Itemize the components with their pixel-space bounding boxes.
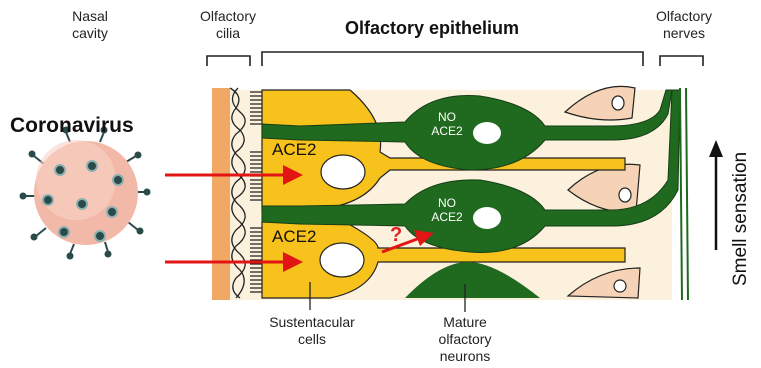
olfactory-epithelium-label: Olfactory epithelium bbox=[345, 18, 519, 39]
sustentacular-cells-label: Sustentacular cells bbox=[252, 314, 372, 348]
question-mark: ? bbox=[390, 224, 402, 247]
bracket-nerves bbox=[660, 56, 703, 66]
nasal-cavity-line1: Nasal bbox=[60, 8, 120, 25]
olfactory-nerves-label: Olfactory nerves bbox=[644, 8, 724, 42]
mature-line2: olfactory bbox=[425, 331, 505, 348]
nasal-cavity-line2: cavity bbox=[60, 25, 120, 42]
ace2-label-bottom: ACE2 bbox=[272, 227, 316, 247]
smell-arrow-icon bbox=[709, 140, 723, 250]
olfactory-cilia-line1: Olfactory bbox=[188, 8, 268, 25]
no-ace2-top-line1: NO bbox=[426, 110, 468, 124]
olfactory-nerves-line2: nerves bbox=[644, 25, 724, 42]
olfactory-cilia-label: Olfactory cilia bbox=[188, 8, 268, 42]
coronavirus-icon bbox=[20, 127, 151, 260]
mature-neurons-label: Mature olfactory neurons bbox=[425, 314, 505, 365]
no-ace2-label-bottom: NO ACE2 bbox=[426, 196, 468, 224]
mature-line3: neurons bbox=[425, 348, 505, 365]
bracket-cilia bbox=[207, 56, 250, 66]
sustentacular-line2: cells bbox=[252, 331, 372, 348]
smell-sensation-label: Smell sensation bbox=[730, 152, 752, 286]
mucosa-strip bbox=[212, 88, 230, 300]
sustentacular-line1: Sustentacular bbox=[252, 314, 372, 331]
no-ace2-top-line2: ACE2 bbox=[426, 124, 468, 138]
olfactory-cilia-line2: cilia bbox=[188, 25, 268, 42]
nasal-cavity-label: Nasal cavity bbox=[60, 8, 120, 42]
bracket-epithelium bbox=[262, 52, 643, 66]
mature-line1: Mature bbox=[425, 314, 505, 331]
coronavirus-label: Coronavirus bbox=[10, 114, 134, 138]
no-ace2-bottom-line1: NO bbox=[426, 196, 468, 210]
no-ace2-label-top: NO ACE2 bbox=[426, 110, 468, 138]
no-ace2-bottom-line2: ACE2 bbox=[426, 210, 468, 224]
olfactory-nerves-line1: Olfactory bbox=[644, 8, 724, 25]
ace2-label-top: ACE2 bbox=[272, 140, 316, 160]
nerve-bundle bbox=[680, 88, 688, 300]
